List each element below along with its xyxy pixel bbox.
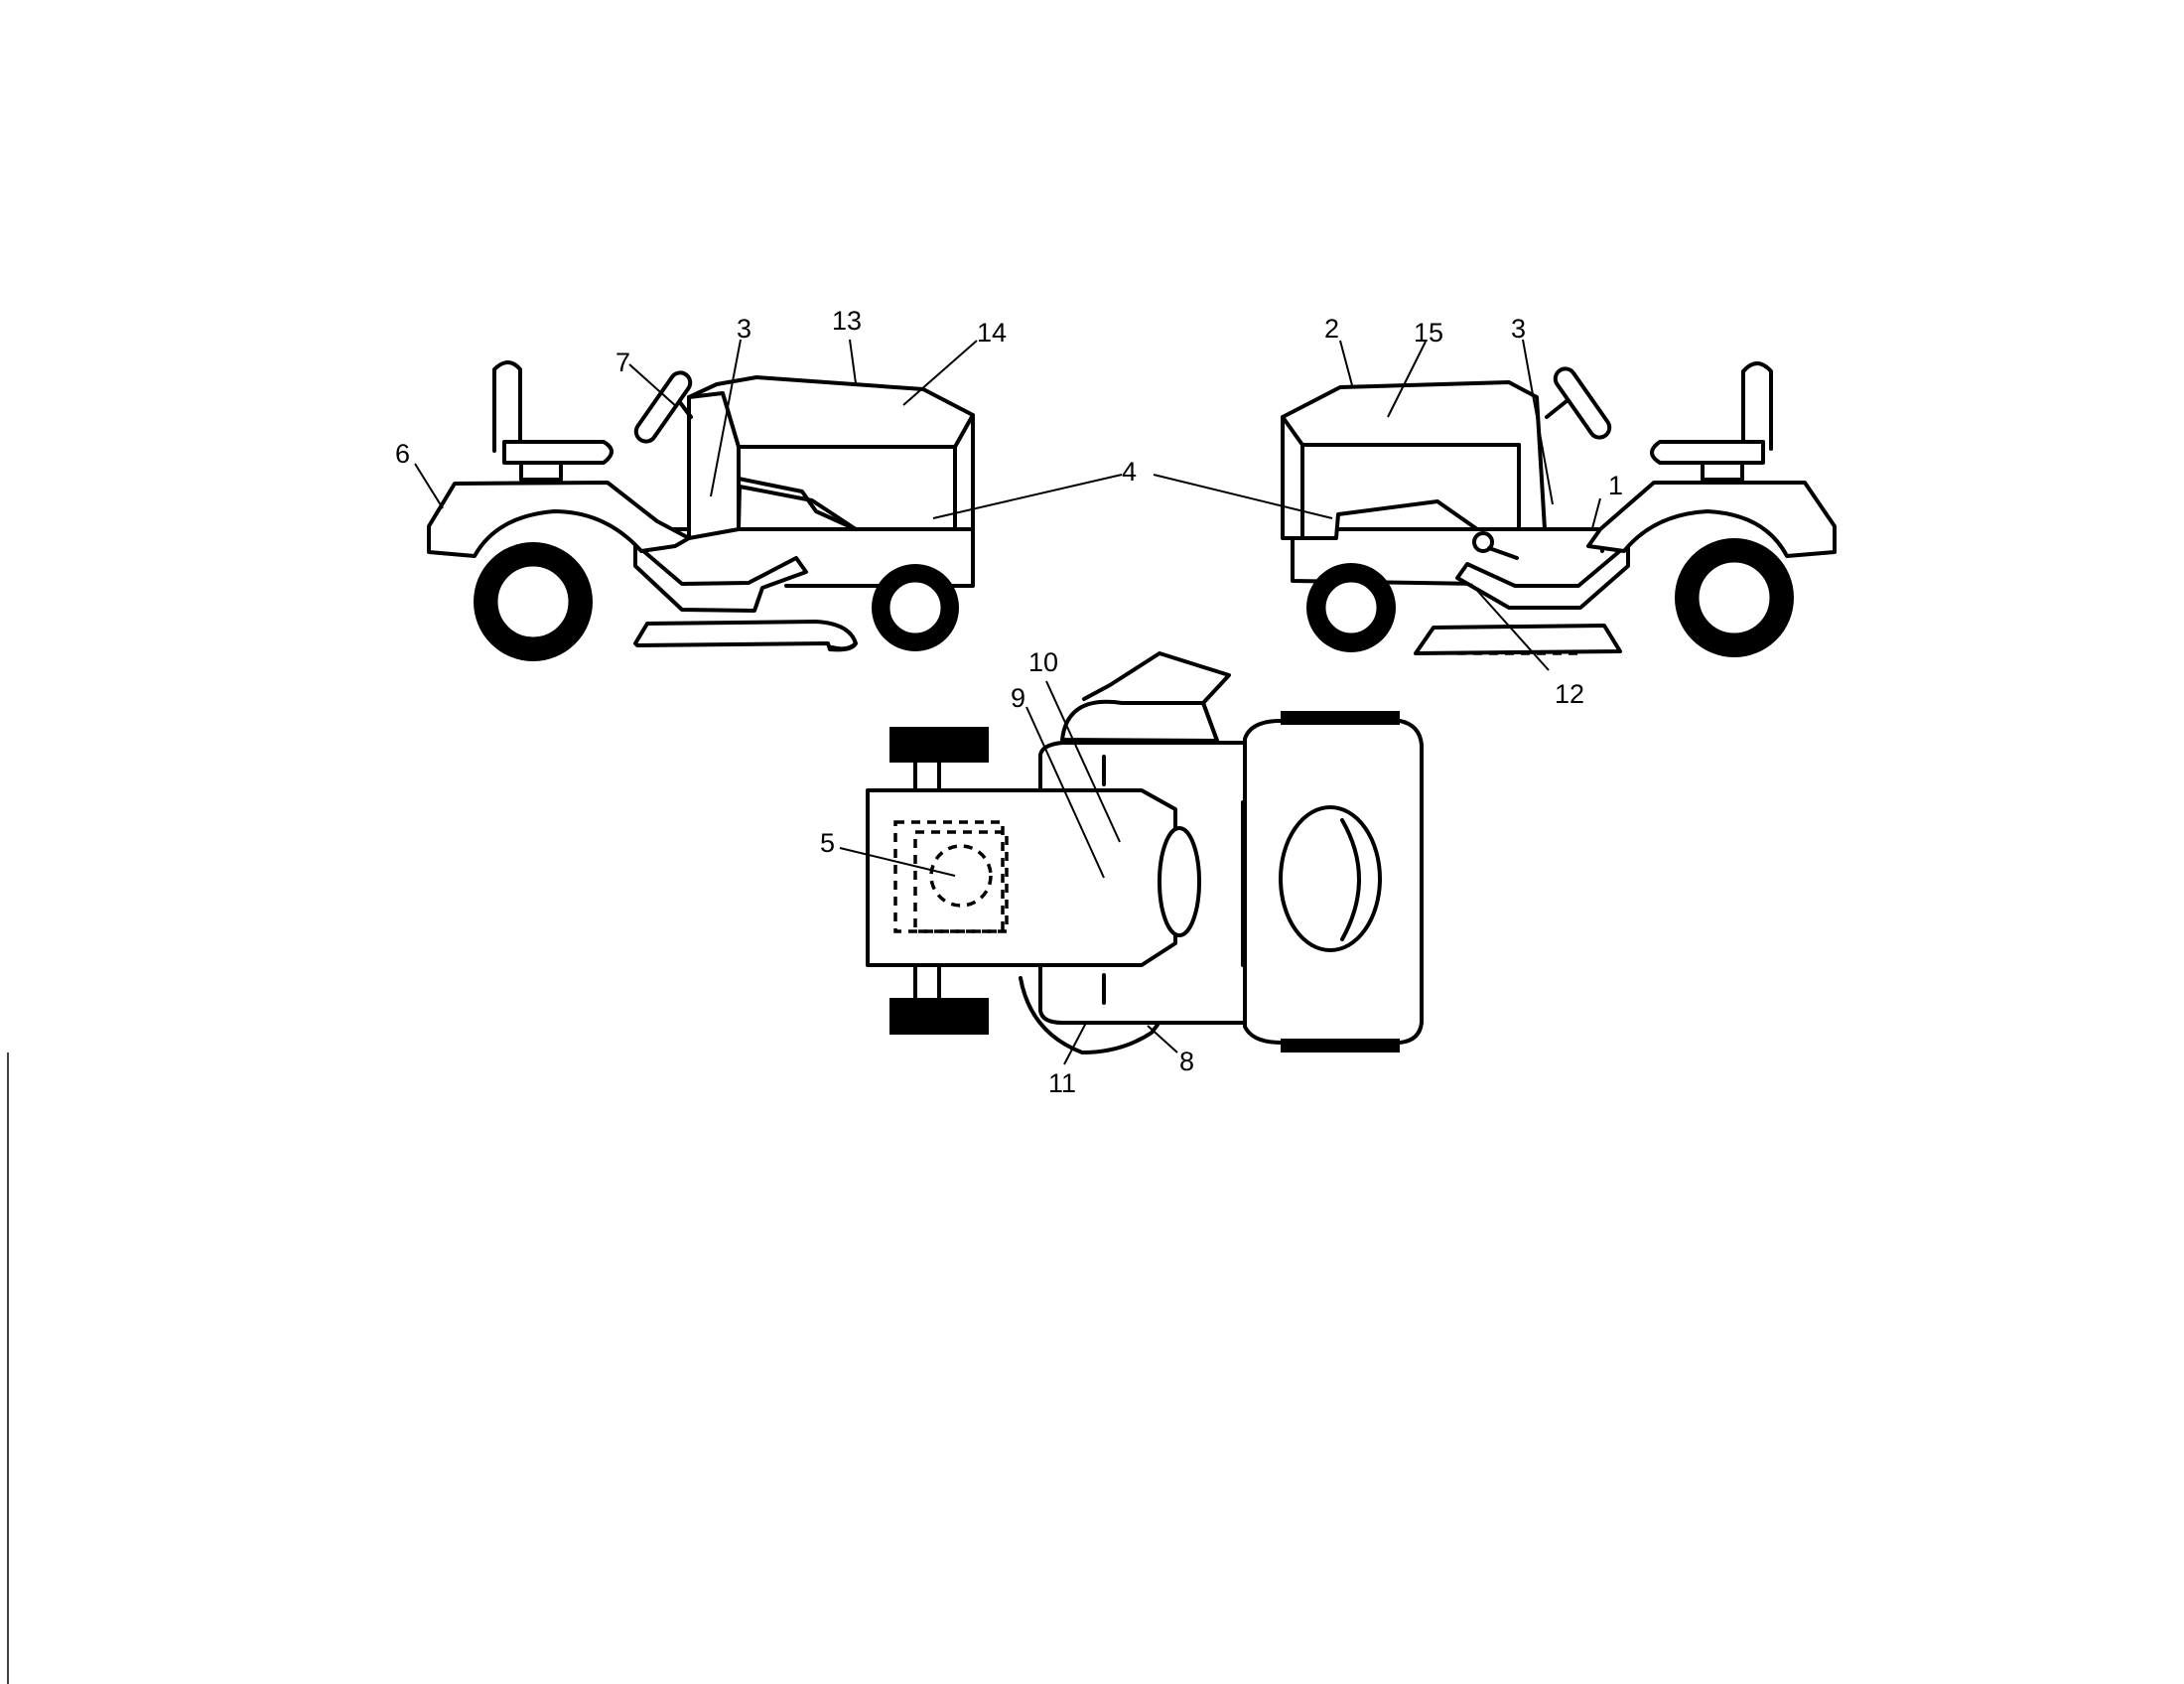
seat-bottom-right [1650, 440, 1765, 465]
rear-tire-top [1281, 711, 1400, 725]
callout-12: 12 [1555, 679, 1584, 709]
callout-14: 14 [977, 318, 1007, 348]
mower-deck-right [1414, 624, 1622, 655]
leader-7 [628, 363, 678, 408]
leader-4-left [932, 474, 1123, 519]
seat-post-right [1701, 461, 1744, 482]
rear-fender-right [1586, 481, 1837, 558]
deck-top [1060, 699, 1219, 743]
front-hub-right [1322, 579, 1380, 636]
deck-lip [830, 641, 858, 651]
rear-fender [427, 481, 691, 558]
leader-15 [1387, 341, 1427, 418]
callout-1: 1 [1608, 471, 1623, 500]
front-axle [913, 761, 941, 1000]
callout-9: 9 [1011, 683, 1025, 713]
lever-arm [1487, 546, 1519, 560]
leader-3-right [1522, 339, 1554, 505]
engine-air-cleaner [929, 844, 993, 908]
seat-back [492, 360, 522, 453]
frame-rail-right [1291, 527, 1604, 553]
hood-right [1281, 380, 1547, 540]
leader-5 [839, 847, 956, 877]
dash-panel [687, 391, 741, 531]
callout-7: 7 [615, 348, 630, 377]
steering-column [677, 399, 693, 419]
steering-wheel-right [1553, 366, 1612, 440]
leader-10 [1045, 680, 1121, 843]
callout-3-left: 3 [737, 314, 751, 344]
rear-hub-right [1696, 559, 1773, 636]
callout-11: 11 [1048, 1068, 1076, 1098]
tractor-left-side-view [427, 360, 975, 661]
leader-8 [1147, 1025, 1178, 1053]
callout-2: 2 [1324, 314, 1339, 344]
hood-top-view [866, 788, 1177, 967]
rear-hub [494, 563, 572, 640]
callout-10: 10 [1028, 647, 1058, 677]
callout-5: 5 [820, 828, 835, 858]
lever-knob [1472, 531, 1494, 553]
footrest [633, 542, 808, 613]
tractor-right-side-view [1281, 361, 1837, 657]
leader-3-left [710, 339, 742, 497]
steering-column-right [1545, 399, 1569, 419]
front-tire-bottom [889, 998, 989, 1035]
leader-11 [1063, 1022, 1087, 1065]
hood-grill [737, 477, 858, 531]
leader-lines [414, 339, 1601, 1065]
hood [687, 375, 975, 540]
seat-bottom [502, 440, 614, 465]
callout-13: 13 [832, 306, 862, 336]
callout-15: 15 [1414, 318, 1443, 348]
mower-deck [633, 620, 858, 652]
callout-6: 6 [395, 439, 410, 469]
leader-9 [1025, 706, 1105, 879]
front-hub [887, 579, 944, 636]
seat-back-top-view [1340, 818, 1361, 941]
leader-1 [1591, 497, 1601, 529]
leader-12 [1470, 583, 1550, 671]
front-tire-top [889, 727, 989, 763]
leader-13 [849, 339, 857, 384]
leader-14 [902, 340, 978, 406]
callout-labels: 1 2 3 3 4 5 6 7 8 9 10 11 12 13 14 15 [395, 306, 1623, 1098]
seat-post [519, 461, 563, 482]
seat-top-view [1279, 805, 1382, 952]
steering-wheel [633, 370, 693, 444]
leader-6 [414, 463, 444, 509]
rear-tire-bottom [1281, 1039, 1400, 1052]
dash-console [1158, 826, 1201, 937]
leader-2 [1339, 340, 1353, 386]
leader-4-right [1153, 474, 1333, 519]
engine-outline [893, 820, 1005, 933]
callout-8: 8 [1179, 1047, 1194, 1076]
callout-4: 4 [1122, 457, 1137, 487]
callout-3-right: 3 [1511, 314, 1526, 344]
seat-back-right [1741, 361, 1773, 453]
tractor-top-view [866, 651, 1424, 1054]
frame-lower-right [1291, 527, 1483, 586]
